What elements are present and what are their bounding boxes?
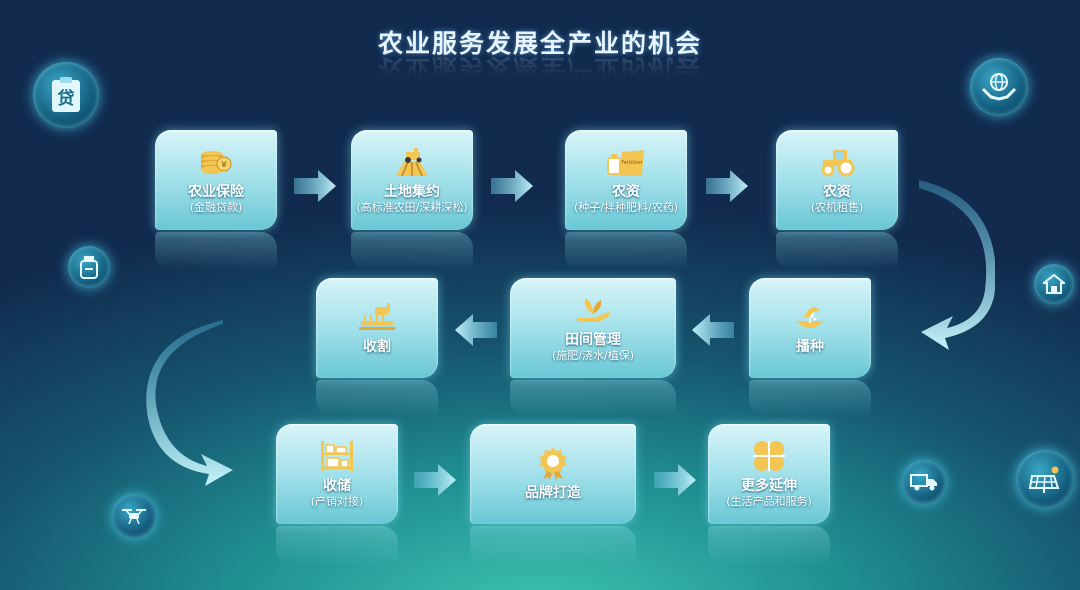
harvester-icon bbox=[357, 300, 397, 334]
step-label: 田间管理 bbox=[565, 332, 621, 348]
curved-arrow-down-icon bbox=[146, 320, 233, 486]
step-agri-machinery: 农资 (农机租售) bbox=[776, 130, 898, 230]
step-storage: 收储 (产销对接) bbox=[276, 424, 398, 524]
box-reflection bbox=[749, 380, 871, 416]
page-title: 农业服务发展全产业的机会 bbox=[377, 29, 702, 58]
step-more-extensions: 更多延伸 (生活产品和服务) bbox=[708, 424, 830, 524]
step-sowing: 播种 bbox=[749, 278, 871, 378]
step-label: 农资 bbox=[823, 184, 851, 200]
storage-shelf-icon bbox=[317, 439, 357, 473]
step-label: 播种 bbox=[796, 339, 824, 355]
box-reflection bbox=[565, 232, 687, 270]
step-agri-insurance: ¥ 农业保险 (金融贷款) bbox=[155, 130, 277, 230]
box-reflection bbox=[155, 232, 277, 270]
box-reflection bbox=[316, 380, 438, 416]
step-land-consolidation: 土地集约 (高标准农田/深耕深松) bbox=[351, 130, 473, 230]
step-brand-building: 品牌打造 bbox=[470, 424, 636, 524]
step-sublabel: (农机租售) bbox=[810, 201, 864, 214]
title-reflection: 农业服务发展全产业的机会 bbox=[377, 54, 702, 83]
step-label: 收割 bbox=[363, 339, 391, 355]
fertilizer-bag-icon: Fertilizer bbox=[606, 145, 646, 179]
clover-icon bbox=[749, 439, 789, 473]
solar-panel-icon bbox=[1016, 450, 1074, 508]
step-sublabel: (种子/拌种肥料/农药) bbox=[574, 201, 678, 214]
plant-hand-icon bbox=[573, 293, 613, 327]
drone-icon bbox=[112, 494, 156, 538]
box-reflection bbox=[351, 232, 473, 270]
delivery-truck-icon bbox=[902, 460, 946, 504]
arrow-right-icon bbox=[654, 464, 696, 496]
box-reflection bbox=[510, 380, 676, 416]
svg-text:¥: ¥ bbox=[221, 161, 227, 171]
step-label: 农业保险 bbox=[188, 184, 244, 200]
loan-glyph: 贷 bbox=[58, 88, 75, 109]
farmland-icon bbox=[392, 145, 432, 179]
arrow-left-icon bbox=[692, 314, 734, 346]
box-reflection bbox=[470, 526, 636, 566]
step-sublabel: (金融贷款) bbox=[189, 201, 243, 214]
arrow-right-icon bbox=[294, 170, 336, 202]
loan-document-icon: 贷 bbox=[33, 62, 99, 128]
step-label: 土地集约 bbox=[384, 184, 440, 200]
step-sublabel: (生活产品和服务) bbox=[726, 495, 812, 508]
step-sublabel: (产销对接) bbox=[310, 495, 364, 508]
house-icon bbox=[1034, 264, 1074, 304]
tractor-icon bbox=[817, 145, 857, 179]
step-sublabel: (高标准农田/深耕深松) bbox=[356, 201, 468, 214]
step-sublabel: (施肥/浇水/植保) bbox=[552, 349, 634, 362]
box-reflection bbox=[276, 526, 398, 566]
arrow-left-icon bbox=[455, 314, 497, 346]
arrow-right-icon bbox=[706, 170, 748, 202]
curved-arrow-down-icon bbox=[919, 180, 995, 350]
arrow-right-icon bbox=[491, 170, 533, 202]
coin-stack-icon: ¥ bbox=[196, 145, 236, 179]
step-label: 收储 bbox=[323, 478, 351, 494]
seeding-hand-icon bbox=[790, 300, 830, 334]
award-badge-icon bbox=[533, 446, 573, 480]
step-harvesting: 收割 bbox=[316, 278, 438, 378]
step-label: 品牌打造 bbox=[525, 485, 581, 501]
step-agri-inputs: Fertilizer 农资 (种子/拌种肥料/农药) bbox=[565, 130, 687, 230]
globe-hands-icon bbox=[970, 58, 1028, 116]
arrow-right-icon bbox=[414, 464, 456, 496]
medicine-bottle-icon bbox=[68, 246, 110, 288]
step-label: 农资 bbox=[612, 184, 640, 200]
step-label: 更多延伸 bbox=[741, 478, 797, 494]
box-reflection bbox=[708, 526, 830, 566]
step-field-management: 田间管理 (施肥/浇水/植保) bbox=[510, 278, 676, 378]
box-reflection bbox=[776, 232, 898, 270]
svg-text:Fertilizer: Fertilizer bbox=[621, 160, 644, 166]
